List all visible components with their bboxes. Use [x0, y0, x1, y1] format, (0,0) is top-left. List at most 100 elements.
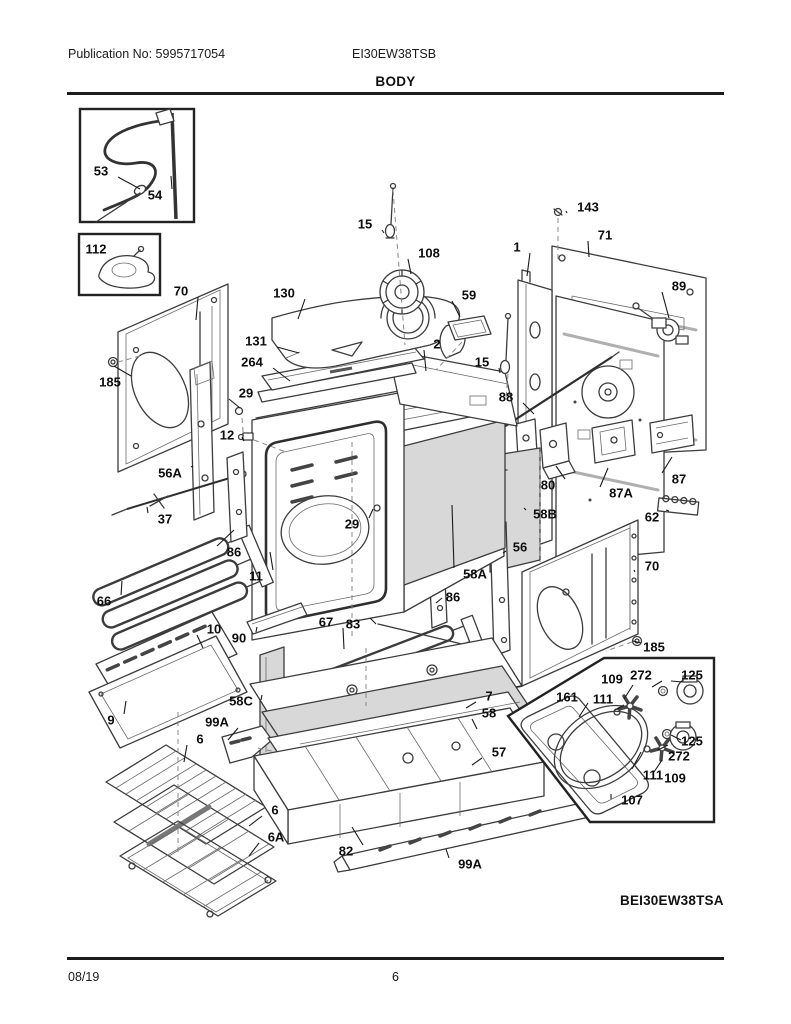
inset-probe-box	[78, 107, 196, 224]
leader-line	[146, 506, 149, 514]
part-bracket-56A	[189, 360, 215, 521]
leader-line	[502, 550, 507, 554]
leader-line	[123, 700, 127, 715]
leader-line	[255, 626, 258, 633]
leader-line	[578, 702, 589, 718]
leader-line	[195, 296, 199, 321]
leader-line	[113, 365, 132, 377]
leader-line	[369, 617, 377, 625]
leader-line	[196, 634, 204, 649]
part-probe-37	[111, 470, 247, 516]
leader-line	[670, 680, 684, 683]
leader-line	[445, 848, 450, 859]
part-broiler-pan-9	[88, 635, 248, 749]
construction-lines	[177, 189, 541, 856]
leader-line	[526, 252, 531, 277]
part-motor-125-upper	[676, 675, 704, 705]
leader-line	[435, 597, 443, 604]
leader-line	[661, 291, 670, 319]
leader-line	[665, 509, 670, 512]
leader-line	[670, 734, 682, 741]
leader-line	[368, 508, 374, 519]
leader-line	[614, 704, 625, 711]
leader-line	[351, 826, 364, 846]
part-top-cover-130	[271, 290, 466, 369]
leader-line	[260, 694, 263, 701]
leader-line	[623, 684, 634, 700]
leader-line	[565, 210, 568, 214]
leader-lines	[113, 175, 684, 859]
leader-line	[498, 367, 501, 374]
part-motor-125-lower	[669, 721, 697, 751]
leader-line	[599, 467, 609, 488]
part-oven-rack-6-upper	[105, 744, 267, 845]
leader-line	[248, 842, 260, 857]
part-washer-111-lower	[643, 745, 651, 753]
footer-page-number: 6	[392, 970, 399, 984]
leader-line	[276, 346, 300, 354]
footer-date: 08/19	[68, 970, 100, 984]
part-side-panel-70-right	[521, 519, 639, 687]
inset-latch-box	[77, 232, 162, 297]
inset-fan-box	[506, 656, 716, 824]
part-bracket-87	[649, 414, 695, 454]
part-igniter-15-top	[384, 182, 397, 239]
part-fan-blade-109-lower	[649, 736, 675, 762]
leader-line	[227, 727, 239, 741]
part-screw-185-right	[605, 635, 643, 652]
footer-rule	[67, 957, 724, 960]
part-bracket-80	[515, 418, 576, 480]
leader-line	[342, 627, 345, 650]
part-screw-143	[553, 207, 563, 262]
leader-line	[451, 300, 461, 318]
part-bracket-99A-left	[221, 725, 285, 764]
model-number: EI30EW38TSB	[352, 47, 437, 61]
leader-line	[555, 465, 566, 480]
part-trim-264	[257, 362, 417, 403]
leader-line	[522, 402, 535, 415]
leader-line	[587, 240, 590, 258]
part-bracket-87A	[591, 419, 636, 464]
leader-line	[653, 759, 663, 773]
part-top-frame-2	[387, 349, 518, 427]
leader-line	[423, 349, 427, 372]
part-oven-cavity-11	[234, 389, 506, 641]
leader-line	[170, 175, 173, 190]
leader-line	[190, 465, 194, 468]
leader-line	[297, 298, 306, 320]
part-bracket-86-left	[226, 451, 248, 543]
leader-line	[661, 456, 673, 474]
part-plate-59	[447, 315, 492, 341]
leader-line	[632, 640, 642, 644]
part-rail-90	[246, 602, 308, 635]
header-rule	[67, 92, 724, 95]
publication-number: Publication No: 5995717054	[68, 47, 226, 61]
leader-line	[241, 436, 245, 442]
leader-line	[120, 580, 123, 596]
leader-line	[272, 367, 291, 382]
leader-line	[228, 398, 241, 409]
leader-line	[651, 680, 663, 688]
leader-line	[407, 258, 412, 275]
leader-line	[633, 569, 636, 573]
part-gasket-161	[553, 704, 649, 790]
part-screw-185-left	[107, 355, 141, 368]
diagram-code: BEI30EW38TSA	[620, 893, 724, 908]
leader-line	[471, 718, 478, 730]
leader-line	[269, 551, 274, 571]
part-broil-element-66	[92, 524, 274, 651]
leader-line	[465, 701, 477, 709]
leader-line	[631, 751, 642, 770]
part-motor-89	[632, 302, 689, 345]
part-terminal-block-62	[656, 495, 700, 516]
leader-line	[248, 815, 263, 827]
leader-line	[216, 529, 235, 547]
page-title: BODY	[375, 74, 416, 89]
leader-line	[451, 504, 455, 569]
leader-line	[117, 176, 141, 190]
leader-line	[381, 229, 385, 234]
leader-line	[183, 744, 188, 763]
leader-line	[523, 507, 527, 511]
